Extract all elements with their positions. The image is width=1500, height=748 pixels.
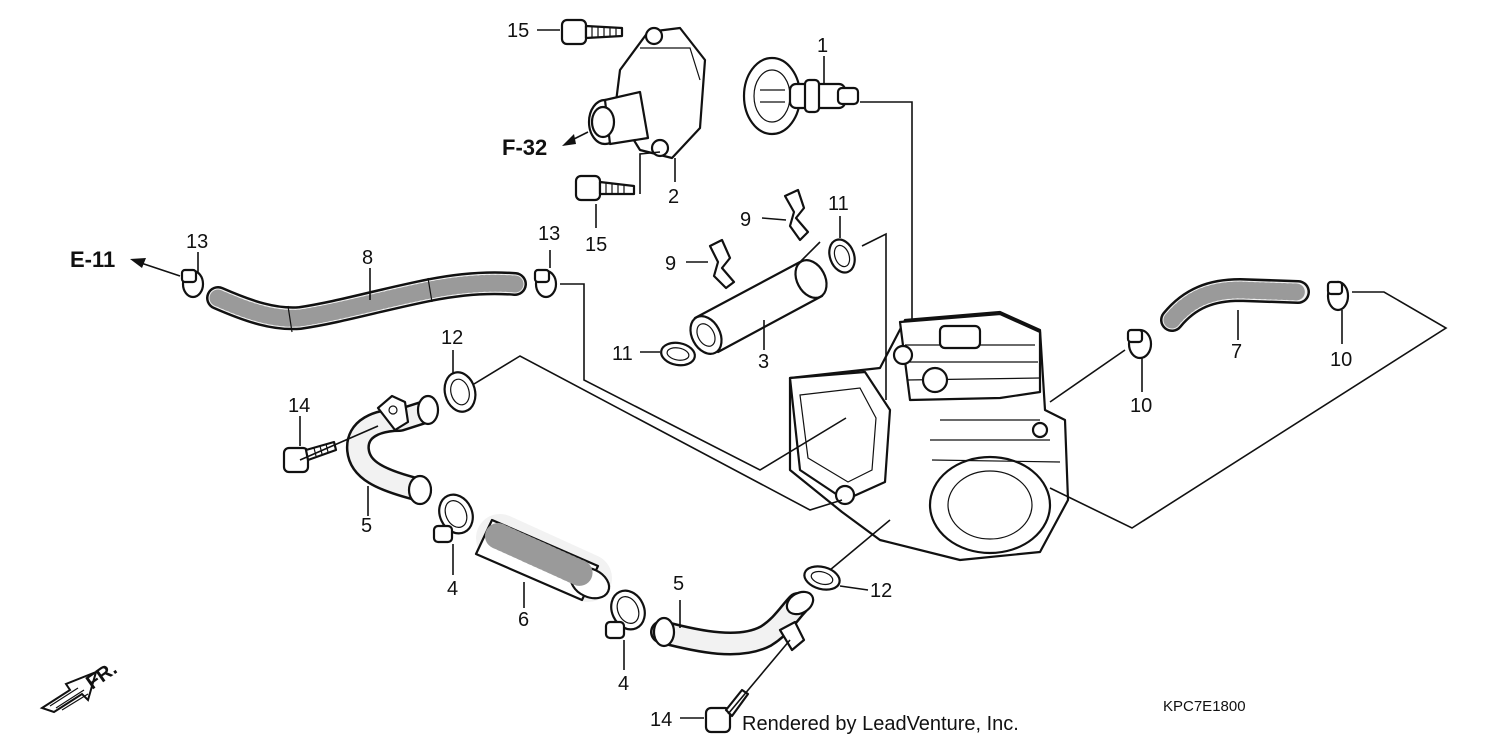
callout-11-lower: 11	[612, 343, 633, 365]
bolt-14-upper	[282, 440, 338, 474]
callout-5-lower: 5	[673, 573, 684, 595]
elbow-pipe-5-upper	[345, 394, 440, 506]
engine-block	[788, 310, 1070, 562]
o-ring-12-lower	[803, 565, 841, 591]
front-direction-arrow-icon	[39, 670, 98, 714]
callout-labels: 15 1 2 15 9 11 9 13 8 13 11 3 12 14 5 4 …	[186, 20, 1352, 731]
hose-8	[206, 271, 527, 333]
callout-1: 1	[817, 35, 828, 57]
callout-10-left: 10	[1130, 395, 1152, 417]
bolt-15-lower	[574, 174, 636, 202]
callout-13-right: 13	[538, 223, 560, 245]
callout-13-left: 13	[186, 231, 208, 253]
callout-14-upper: 14	[288, 395, 310, 417]
callout-6: 6	[518, 609, 529, 631]
callout-9-lower: 9	[665, 253, 676, 275]
o-ring-11-upper	[828, 238, 856, 274]
callout-3: 3	[758, 351, 769, 373]
callout-12-lower: 12	[870, 580, 892, 602]
callout-11-upper: 11	[828, 193, 849, 215]
clamp-13-right	[533, 268, 558, 299]
callout-5-upper: 5	[361, 515, 372, 537]
callout-2: 2	[668, 186, 679, 208]
reference-f32: F-32	[502, 135, 547, 160]
thermostat-cover	[587, 26, 707, 160]
callout-9-upper: 9	[740, 209, 751, 231]
clip-9-upper	[783, 188, 810, 242]
thermostat	[742, 56, 860, 136]
hose-6	[474, 514, 612, 602]
callout-12-upper: 12	[441, 327, 463, 349]
credit-text: Rendered by LeadVenture, Inc.	[742, 713, 1019, 735]
callout-7: 7	[1231, 341, 1242, 363]
callout-14-lower: 14	[650, 709, 672, 731]
callout-15-upper: 15	[507, 20, 529, 42]
coolant-pipe-3	[689, 259, 828, 355]
diagram-code: KPC7E1800	[1163, 698, 1246, 715]
o-ring-12-upper	[443, 371, 477, 413]
hose-clamp-4-lower	[604, 589, 646, 640]
o-ring-11-lower	[660, 341, 696, 367]
hose-clamp-4-upper	[432, 493, 474, 544]
clamp-10-right	[1326, 280, 1350, 312]
callout-15-lower: 15	[585, 234, 607, 256]
clip-9-lower	[708, 238, 736, 290]
callout-4-lower: 4	[618, 673, 629, 695]
reference-arrow-e11	[130, 258, 181, 277]
hose-7	[1160, 278, 1310, 332]
reference-arrow-f32	[562, 131, 589, 146]
bolt-15-upper	[560, 18, 624, 46]
reference-e11: E-11	[70, 247, 115, 272]
callout-8: 8	[362, 247, 373, 269]
leader-lines	[197, 29, 1448, 719]
callout-10-right: 10	[1330, 349, 1352, 371]
elbow-pipe-5-lower	[650, 590, 815, 656]
callout-4-upper: 4	[447, 578, 458, 600]
clamp-10-left	[1126, 328, 1153, 360]
clamp-13-left	[180, 268, 205, 299]
